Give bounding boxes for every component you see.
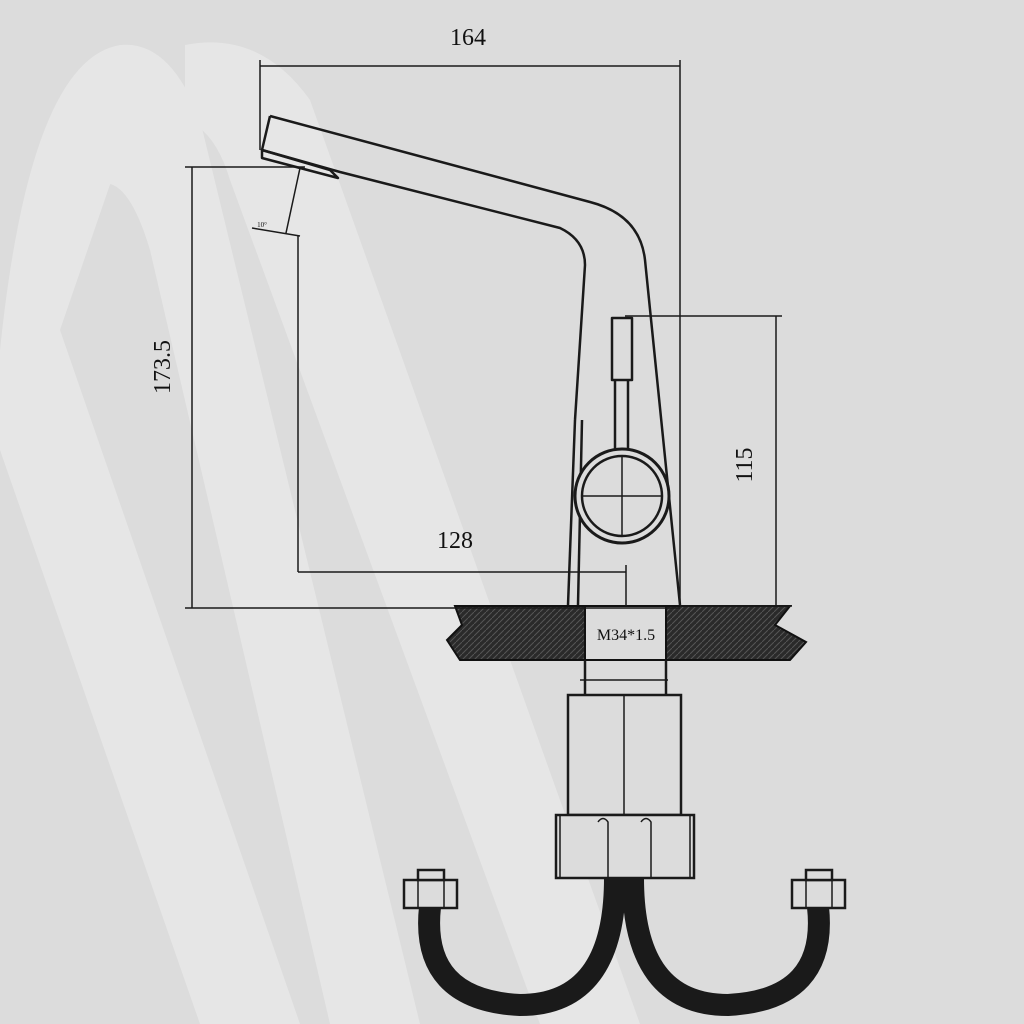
spout-top — [269, 114, 682, 606]
body-front — [566, 419, 577, 606]
faucet-body — [260, 114, 682, 606]
dim-173-line — [185, 166, 680, 609]
label-164: 164 — [450, 25, 486, 51]
label-angle: 10° — [257, 221, 267, 229]
handle-lever — [610, 316, 634, 382]
angle-ref — [251, 167, 301, 237]
label-128: 128 — [437, 528, 473, 554]
spout-tip — [260, 148, 340, 180]
label-115: 115 — [732, 447, 758, 482]
countertop — [445, 605, 808, 661]
dimension-lines — [185, 60, 792, 609]
dim-128-line — [297, 236, 627, 606]
dim-164-line — [259, 60, 681, 605]
hose-right — [622, 877, 830, 1017]
hose-fittings — [402, 868, 847, 910]
knob-cross — [582, 456, 662, 536]
spout — [260, 115, 587, 421]
water-hoses — [418, 877, 830, 1017]
hose-left — [418, 877, 626, 1017]
mount-flange — [554, 813, 696, 880]
under-mount — [554, 660, 696, 880]
dim-115-line — [625, 315, 792, 607]
label-thread: M34*1.5 — [597, 627, 655, 644]
hose-nut-right — [790, 868, 847, 910]
label-173-5: 173.5 — [150, 340, 176, 394]
handle-stem — [613, 380, 630, 455]
hose-nut-left — [402, 868, 459, 910]
